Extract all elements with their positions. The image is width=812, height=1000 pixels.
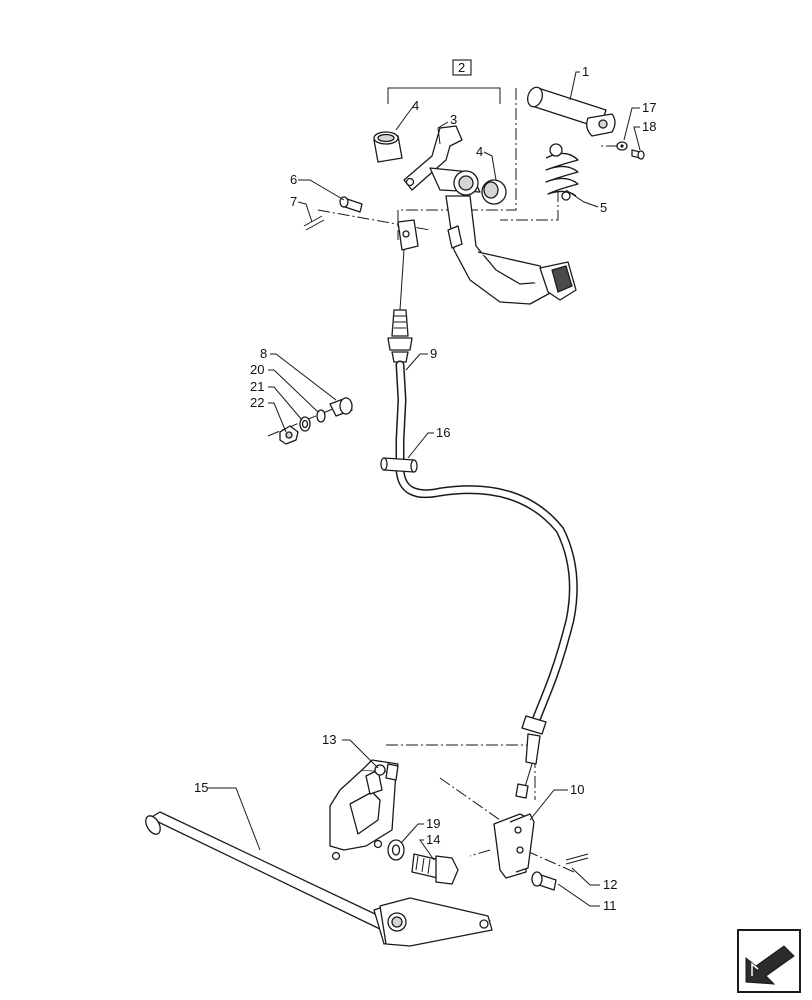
- part-9-cable-lower-end: [515, 715, 547, 799]
- callout-8: 8: [260, 346, 267, 361]
- callout-7: 7: [290, 194, 297, 209]
- part-7-cotter-pin: [303, 215, 325, 231]
- callout-leaders: [208, 71, 641, 907]
- part-6-clevis-pin: [339, 196, 363, 213]
- callout-6: 6: [290, 172, 297, 187]
- part-8-spacer: [329, 397, 353, 417]
- group-2-bracket: [387, 59, 501, 104]
- callout-5: 5: [600, 200, 607, 215]
- callout-16: 16: [436, 425, 450, 440]
- part-20-washer: [316, 409, 326, 423]
- part-11-pin: [531, 871, 557, 891]
- callout-3: 3: [450, 112, 457, 127]
- callout-17: 17: [642, 100, 656, 115]
- callout-numbers: 1 2 3 4 4 5 6 7 8 9 10 11 12 13 14 15 16…: [194, 60, 656, 913]
- part-15-shaft-lever: [145, 811, 493, 947]
- callout-11: 11: [603, 898, 617, 913]
- callout-20: 20: [250, 362, 264, 377]
- callout-18: 18: [642, 119, 656, 134]
- callout-21: 21: [250, 379, 264, 394]
- part-17-washer: [616, 141, 628, 151]
- callout-9: 9: [430, 346, 437, 361]
- callout-2: 2: [458, 60, 465, 75]
- part-22-nut: [279, 425, 299, 445]
- callout-13: 13: [322, 732, 336, 747]
- part-14-bolt: [411, 853, 459, 885]
- callout-12: 12: [603, 877, 617, 892]
- part-4-bushing-right: [481, 179, 507, 205]
- assembly-guide-lines: [267, 88, 618, 931]
- callout-15: 15: [194, 780, 208, 795]
- callout-4-right: 4: [476, 144, 483, 159]
- callout-22: 22: [250, 395, 264, 410]
- callout-14: 14: [426, 832, 440, 847]
- part-4-bushing-left: [373, 131, 403, 163]
- part-10-clevis: [493, 813, 535, 879]
- callout-1: 1: [582, 64, 589, 79]
- part-16-grommet: [380, 457, 418, 473]
- part-18-screw: [631, 149, 645, 160]
- part-1-pivot-tube: [527, 86, 616, 137]
- callout-19: 19: [426, 816, 440, 831]
- part-9-cable-upper: [387, 219, 419, 363]
- callout-10: 10: [570, 782, 584, 797]
- part-12-cotter-pin: [565, 853, 589, 865]
- part-9-cable-sheath: [395, 360, 578, 725]
- part-3-pedal-arm: [403, 125, 577, 305]
- part-21-washer: [299, 416, 311, 432]
- part-13-bracket: [329, 759, 399, 861]
- part-5-spring: [545, 143, 579, 201]
- callout-4-left: 4: [412, 98, 419, 113]
- part-19-washer: [387, 839, 405, 861]
- next-page-arrow-icon[interactable]: [737, 929, 801, 993]
- group-2-box: [452, 59, 472, 76]
